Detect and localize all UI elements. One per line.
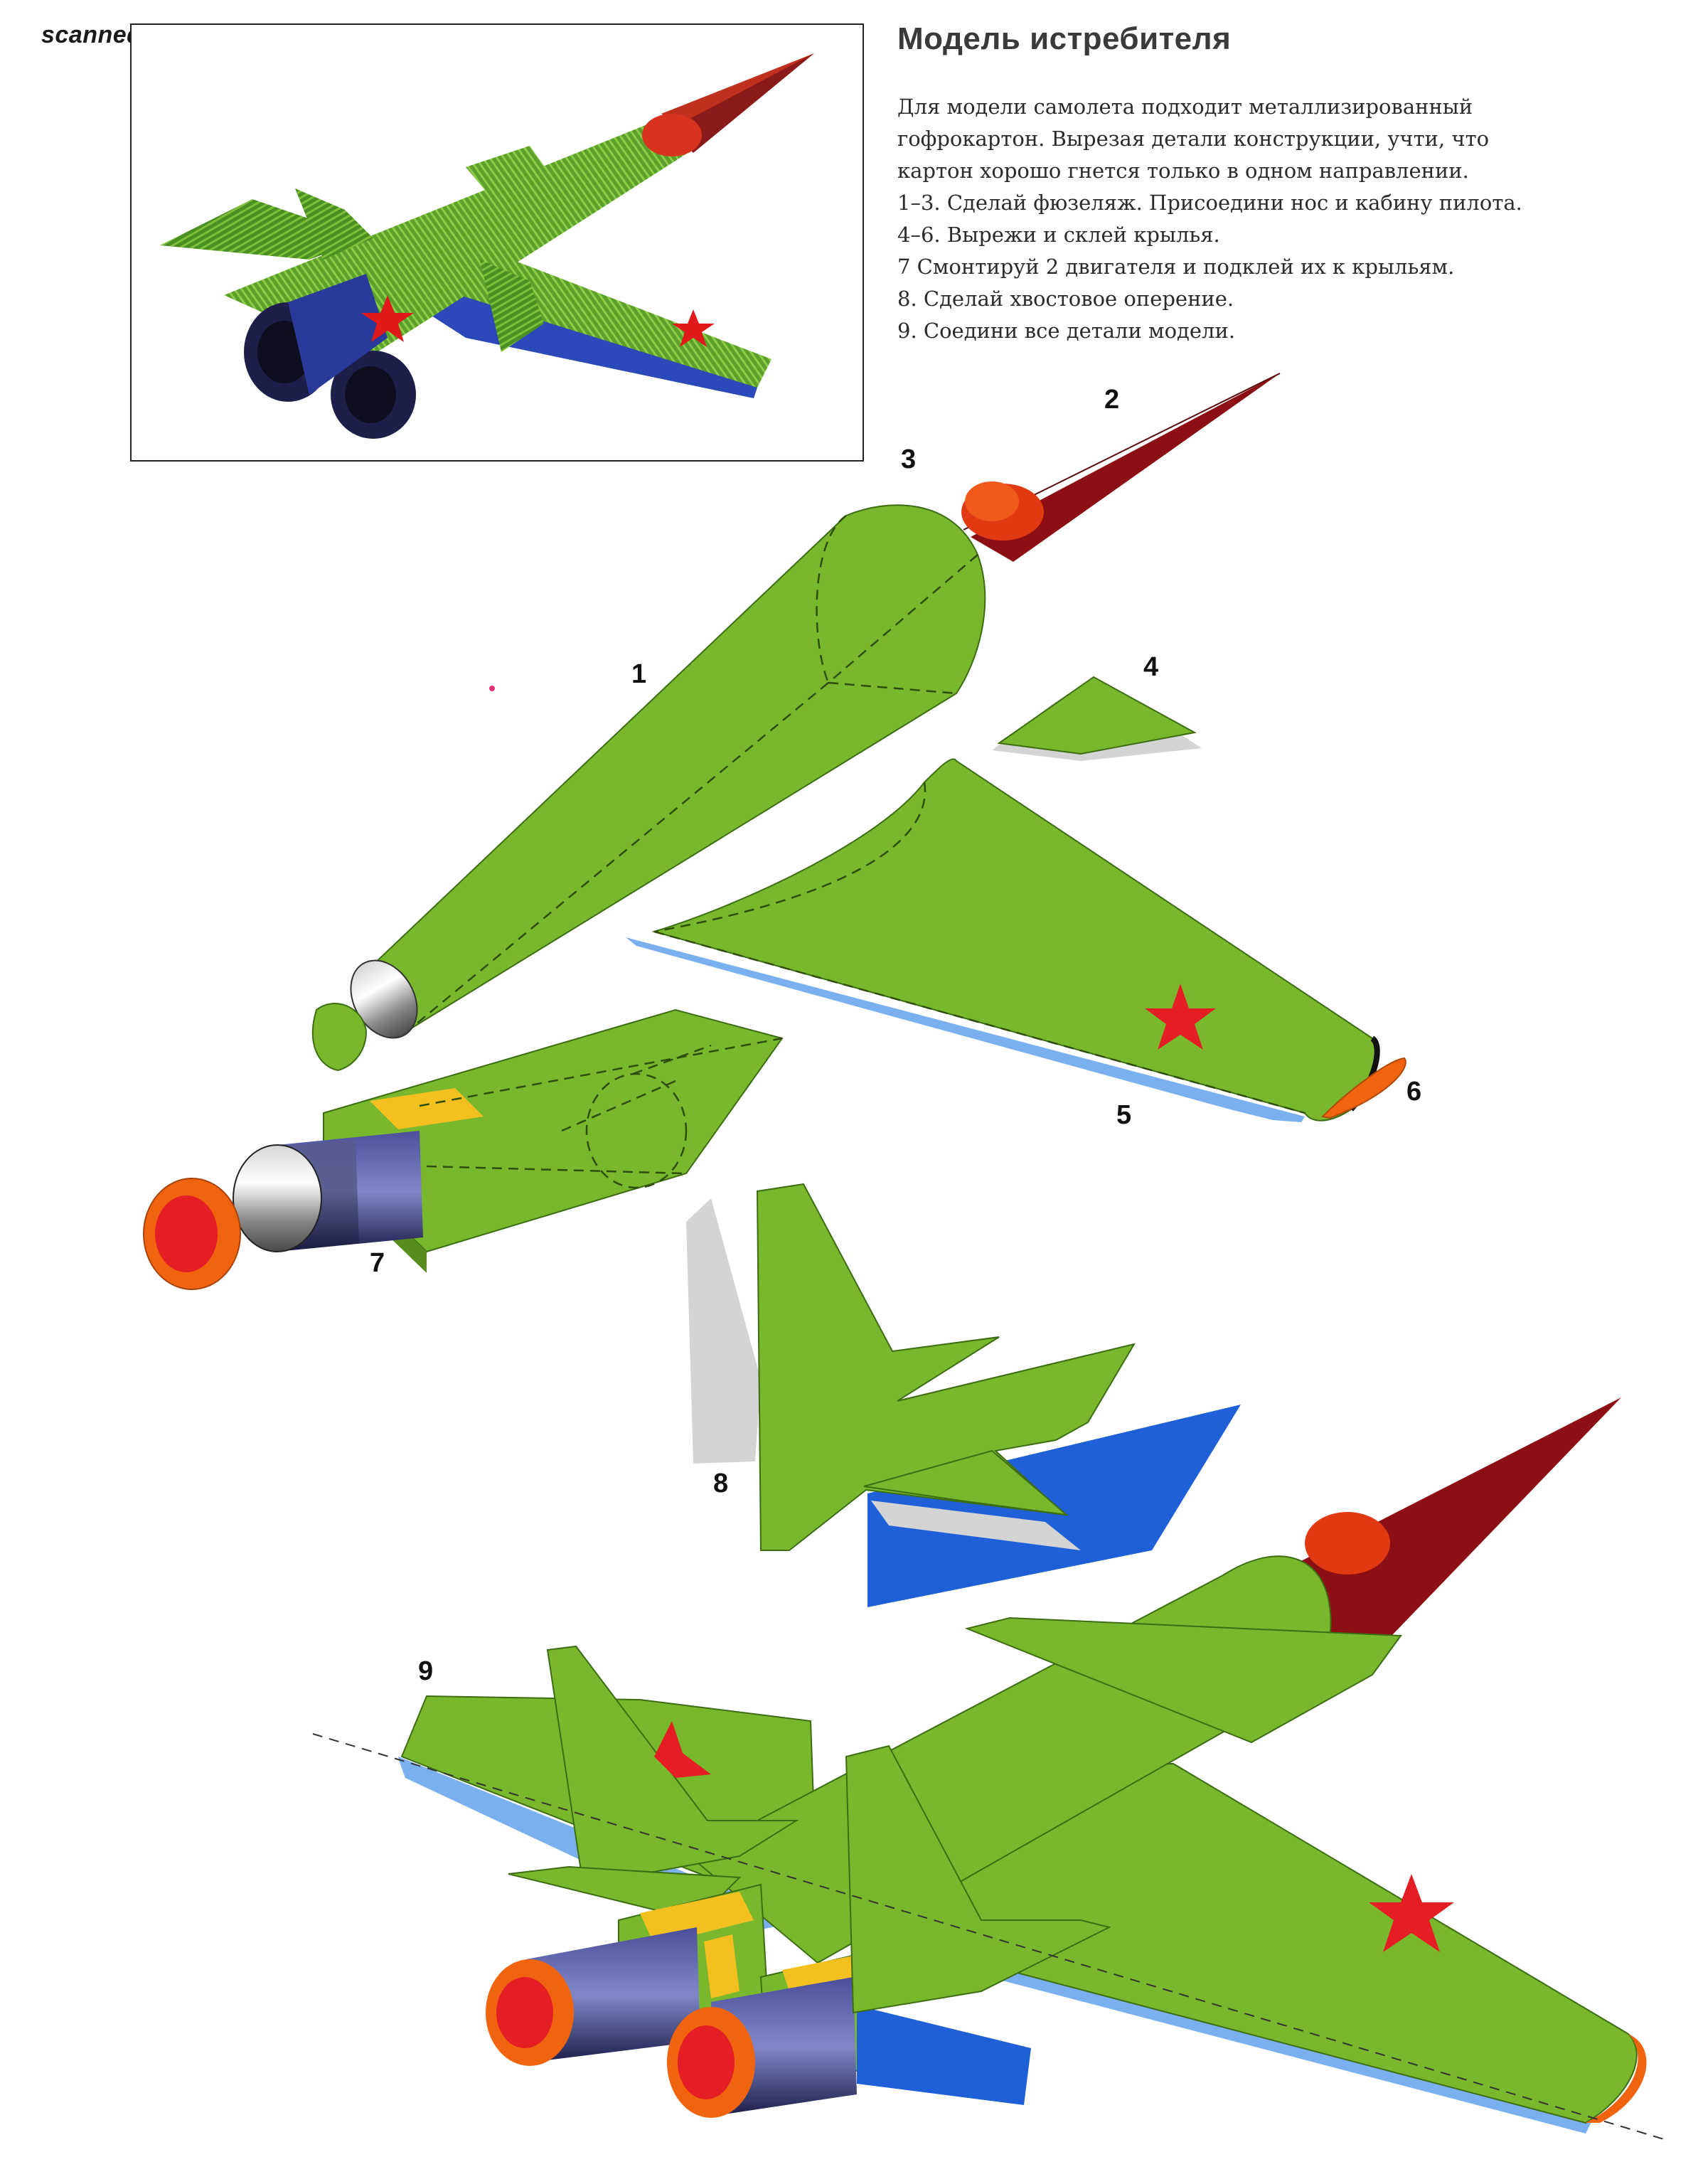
step-item: 7 Смонтируй 2 двигателя и подклей их к к…	[897, 255, 1455, 279]
step-item: 9. Соедини все детали модели.	[897, 319, 1236, 343]
part-9-assembled-model	[312, 1397, 1665, 2140]
label-part-3: 3	[901, 444, 916, 474]
part-3-cockpit	[961, 481, 1044, 540]
label-part-5: 5	[1116, 1100, 1131, 1130]
part-7-engine	[143, 1008, 784, 1290]
page-title: Модель истребителя	[897, 21, 1232, 56]
label-part-1: 1	[631, 659, 646, 689]
part-8-tail	[686, 1183, 1241, 1607]
assembly-steps: 1–3. Сделай фюзеляж. Присоедини нос и ка…	[897, 187, 1637, 347]
step-item: 1–3. Сделай фюзеляж. Присоедини нос и ка…	[897, 191, 1522, 215]
label-part-4: 4	[1143, 652, 1158, 682]
intro-line: гофрокартон. Вырезая детали конструкции,…	[897, 127, 1490, 151]
intro-text: Для модели самолета подходит металлизиро…	[897, 91, 1623, 187]
label-part-8: 8	[713, 1469, 728, 1498]
label-part-7: 7	[370, 1248, 385, 1278]
part-4-wing-tip	[992, 676, 1202, 761]
part-6-flap	[1320, 1057, 1406, 1119]
label-part-2: 2	[1104, 385, 1119, 415]
label-part-9: 9	[418, 1656, 433, 1686]
model-photo-illustration	[160, 53, 814, 439]
part-5-main-wing	[626, 758, 1380, 1122]
part-1-fuselage	[311, 504, 986, 1072]
model-photo	[130, 23, 864, 462]
step-item: 4–6. Вырежи и склей крылья.	[897, 223, 1220, 247]
step-item: 8. Сделай хвостовое оперение.	[897, 287, 1234, 311]
intro-line: картон хорошо гнется только в одном напр…	[897, 159, 1469, 183]
intro-line: Для модели самолета подходит металлизиро…	[897, 95, 1473, 119]
label-part-6: 6	[1406, 1077, 1421, 1107]
